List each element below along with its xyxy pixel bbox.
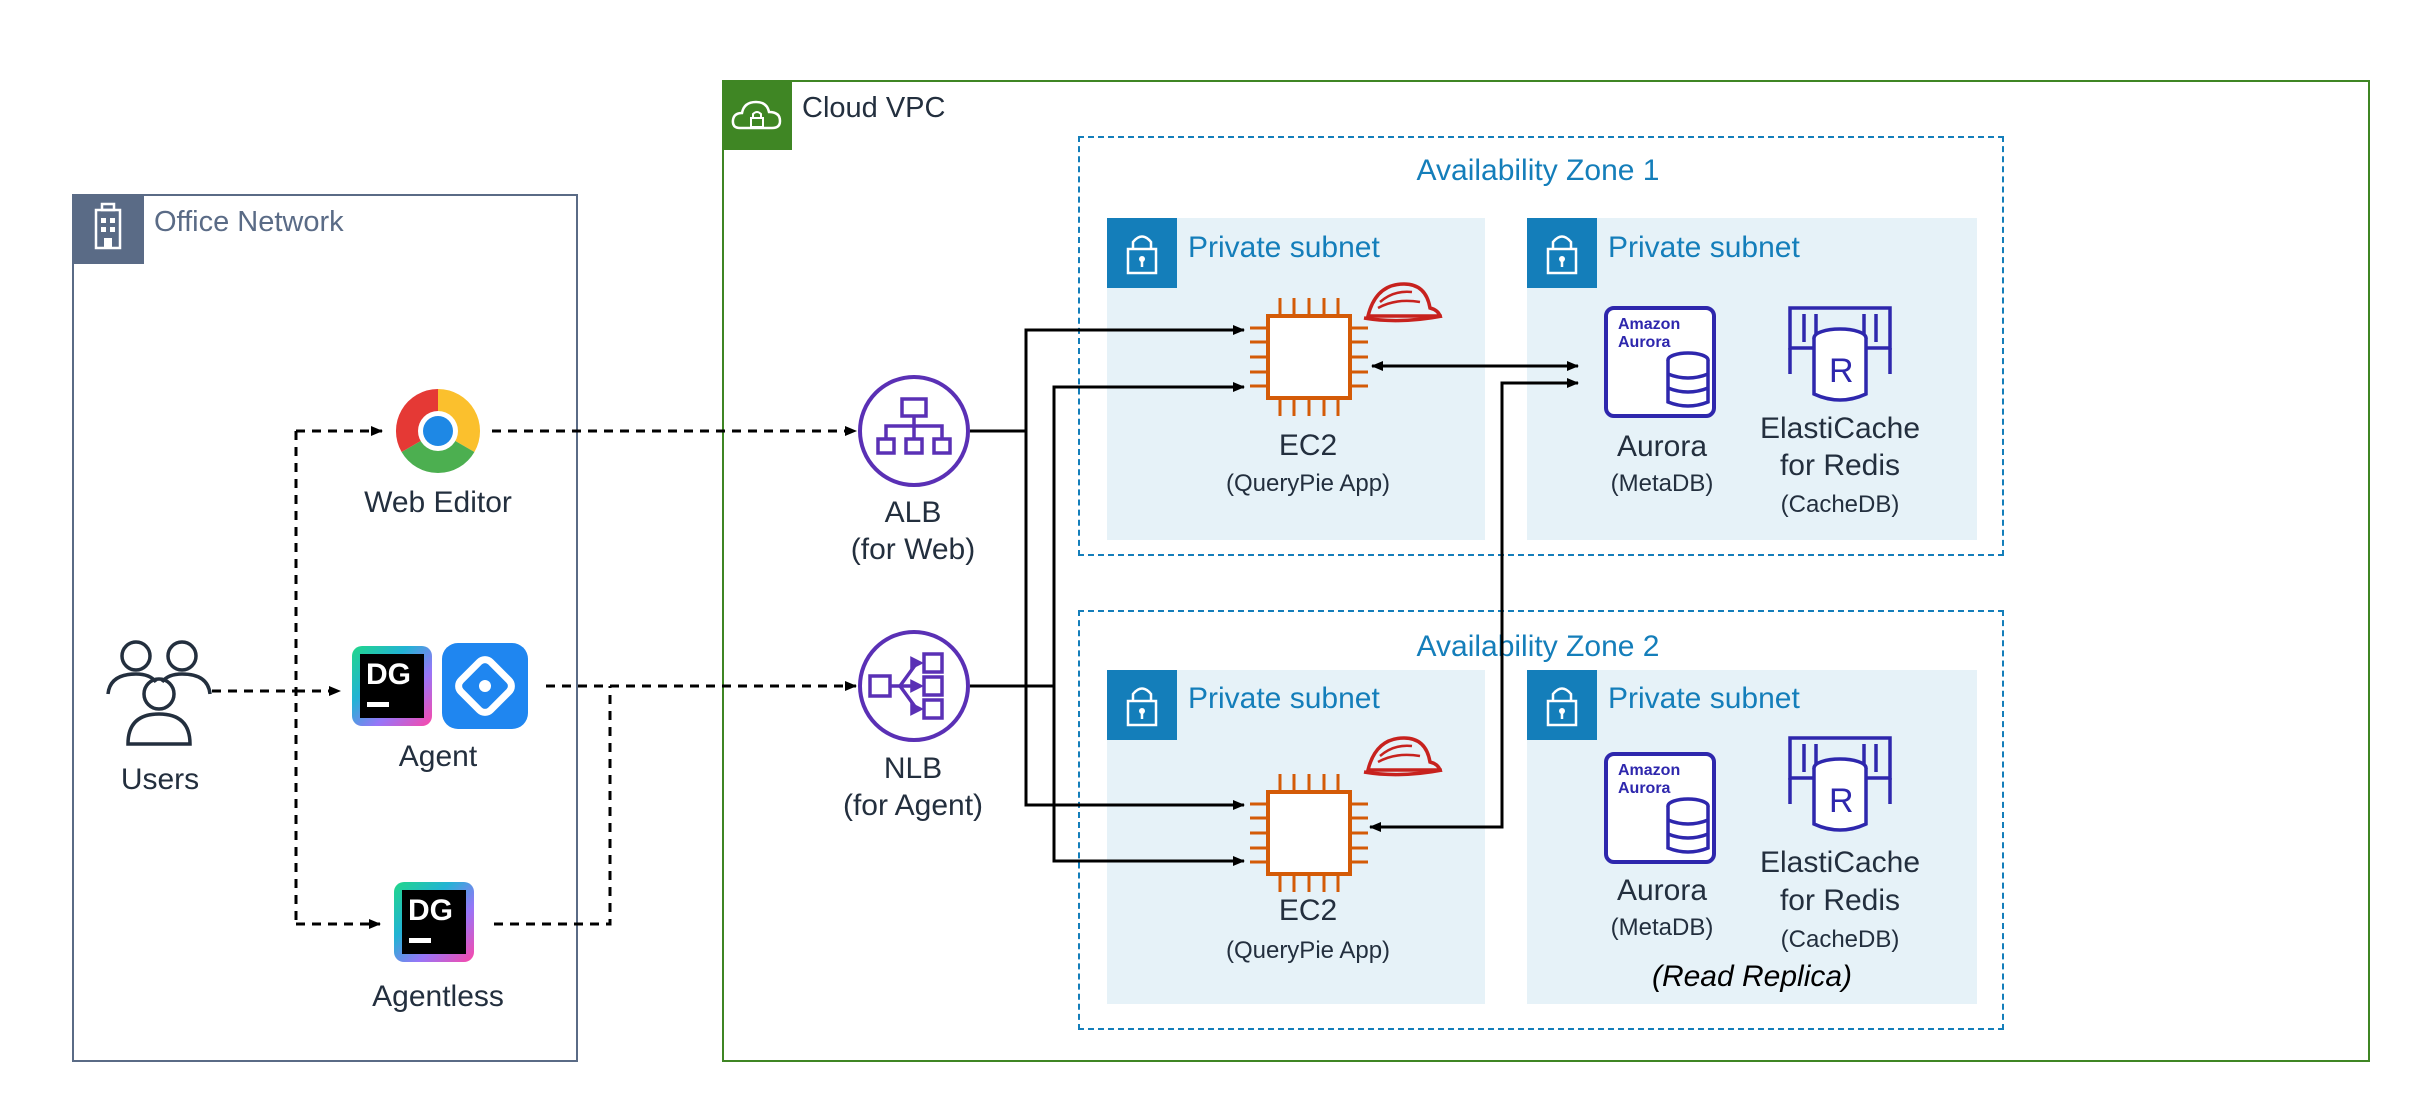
ec2-chip-icon[interactable]: [1244, 292, 1374, 422]
subnet-lock-icon: [1107, 218, 1177, 288]
redis-icon-letter: R: [1829, 782, 1854, 820]
aurora-icon-text: Aurora: [1618, 334, 1671, 351]
availability-zone-1-title: Availability Zone 1: [1416, 154, 1660, 187]
aurora-sublabel: (MetaDB): [1610, 470, 1714, 497]
cloud-vpc-title: Cloud VPC: [802, 92, 946, 124]
web-editor-label: Web Editor: [364, 486, 512, 519]
aurora-label: Aurora: [1616, 430, 1708, 463]
elasticache-label-line2: for Redis: [1779, 884, 1901, 917]
datagrip-icon[interactable]: DG: [394, 882, 474, 962]
private-subnet-label: Private subnet: [1188, 682, 1380, 715]
elasticache-sublabel: (CacheDB): [1780, 926, 1900, 953]
querypie-agent-icon[interactable]: [442, 643, 528, 729]
alb-to-ec2-az2-arrow: [1024, 431, 1245, 810]
elasticache-label: ElastiCache: [1759, 846, 1921, 879]
agentless-label: Agentless: [372, 980, 504, 1013]
elasticache-label-line2: for Redis: [1779, 449, 1901, 482]
ec2-sublabel: (QueryPie App): [1225, 937, 1391, 964]
ec2-label: EC2: [1278, 429, 1338, 462]
aurora-icon[interactable]: Amazon Aurora: [1604, 752, 1716, 864]
aurora-icon-text: Aurora: [1618, 780, 1671, 797]
aurora-icon-text: Amazon: [1618, 316, 1681, 333]
aurora-sublabel: (MetaDB): [1610, 914, 1714, 941]
aurora-icon-text: Amazon: [1618, 762, 1681, 779]
office-network-title: Office Network: [154, 206, 344, 238]
subnet-lock-icon: [1527, 218, 1597, 288]
redis-icon-letter: R: [1829, 352, 1854, 390]
private-subnet-az2-db: [1527, 670, 1977, 1004]
nlb-icon[interactable]: [856, 628, 972, 744]
elasticache-redis-icon[interactable]: [1784, 734, 1896, 838]
alb-to-ec2-az1-arrow: [970, 325, 1245, 433]
office-building-icon: [72, 194, 144, 264]
subnet-lock-icon: [1107, 670, 1177, 740]
users-label: Users: [120, 763, 200, 796]
elasticache-redis-icon[interactable]: [1784, 304, 1896, 408]
datagrip-logo-text: DG: [408, 894, 453, 927]
redhat-icon: [1363, 736, 1443, 777]
agent-label: Agent: [398, 740, 478, 773]
chrome-icon[interactable]: [395, 388, 481, 474]
elasticache-sublabel: (CacheDB): [1780, 491, 1900, 518]
nlb-to-ec2-az2-arrow: [1052, 686, 1245, 866]
nlb-to-ec2-az1-arrow: [970, 382, 1245, 688]
office-network-group: [72, 194, 578, 1062]
vpc-cloud-lock-icon: [722, 80, 792, 150]
ec2-az2-to-aurora-arrow: [1369, 378, 1579, 832]
private-subnet-label: Private subnet: [1608, 231, 1800, 264]
alb-sublabel: (for Web): [850, 533, 976, 566]
private-subnet-label: Private subnet: [1608, 682, 1800, 715]
users-icon: [106, 640, 212, 746]
aurora-icon[interactable]: Amazon Aurora: [1604, 306, 1716, 418]
redhat-icon: [1363, 282, 1443, 323]
datagrip-icon[interactable]: DG: [352, 646, 432, 726]
private-subnet-label: Private subnet: [1188, 231, 1380, 264]
private-subnet-az1-db: [1527, 218, 1977, 540]
elasticache-label: ElastiCache: [1759, 412, 1921, 445]
ec2-sublabel: (QueryPie App): [1225, 470, 1391, 497]
cloud-vpc-group: [722, 80, 2370, 1062]
nlb-sublabel: (for Agent): [842, 789, 984, 822]
read-replica-note: (Read Replica): [1651, 960, 1853, 993]
agentless-to-nlb-line: [494, 686, 612, 926]
alb-icon[interactable]: [856, 373, 972, 489]
branch-to-web-editor-arrow: [294, 431, 382, 924]
alb-label: ALB: [884, 496, 942, 529]
nlb-label: NLB: [883, 752, 943, 785]
ec2-chip-icon[interactable]: [1244, 768, 1374, 898]
ec2-label: EC2: [1278, 894, 1338, 927]
aurora-label: Aurora: [1616, 874, 1708, 907]
datagrip-logo-text: DG: [366, 658, 411, 691]
